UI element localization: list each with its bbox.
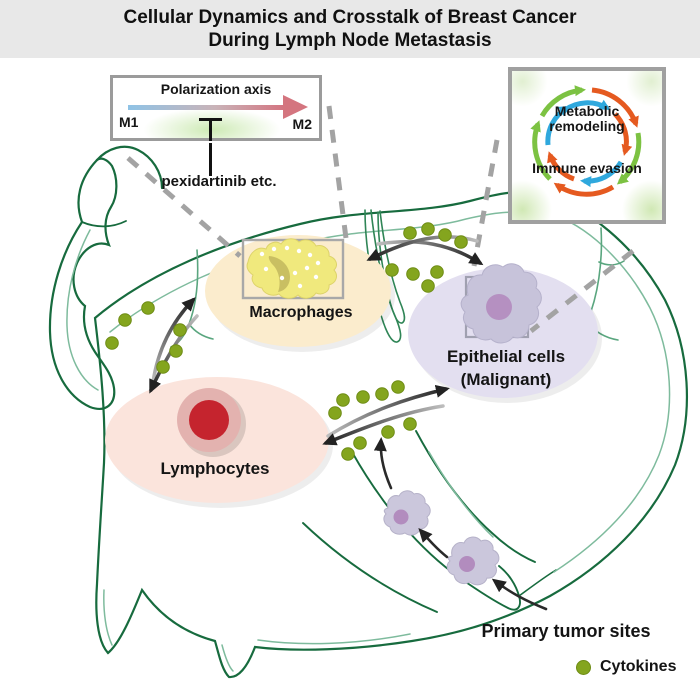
macrophages-label: Macrophages [249, 304, 353, 321]
node-perimeter [93, 190, 689, 679]
title-line-2: During Lymph Node Metastasis [208, 30, 492, 51]
polarization-arrow-head [283, 95, 308, 119]
lymphocytes-label: Lymphocytes [160, 459, 270, 478]
macrophage-body [246, 238, 337, 299]
cytokines-legend: Cytokines [576, 658, 676, 676]
immune-evasion-label: Immune evasion [532, 160, 642, 176]
inner-echo-lobe [66, 229, 99, 391]
inner-echo-leg-2 [221, 644, 234, 672]
lymphocyte-nucleus [189, 400, 229, 440]
afferent-funnel-line-2 [81, 220, 127, 228]
connector-polarization-right [326, 105, 350, 247]
connector-cycle-right [529, 249, 635, 333]
inner-echo-top [109, 211, 533, 333]
tumor-vessel-tip-extension [518, 569, 557, 597]
cytokine-dots [105, 222, 468, 461]
macrophage-nucleus-crescent [268, 256, 290, 292]
cytokines-label: Cytokines [600, 658, 677, 675]
epithelial-label: Epithelial cells (Malignant) [416, 345, 596, 391]
tumor-vessel-inner-line [428, 451, 494, 538]
migrating-tumor-cells [383, 490, 500, 586]
connector-polarization-left [126, 156, 242, 258]
left-lobe-ring [48, 157, 118, 410]
arrow-tumor-cell-migration [418, 528, 449, 559]
arrow-lympho-to-epithelial [326, 384, 450, 438]
migration-arrows [373, 437, 548, 611]
inhibitor-stem-upper [209, 118, 212, 141]
tumor-vessel-wall-outer [351, 451, 521, 611]
afferent-funnel-line-1 [95, 145, 164, 190]
inner-echo-bottom [257, 633, 411, 645]
crosstalk-cycle-inset: Metabolic remodeling Immune evasion [508, 67, 666, 224]
m2-label: M2 [292, 116, 312, 132]
arrow-macro-to-epithelial [376, 240, 484, 266]
cytokine-dot-icon [576, 659, 591, 675]
primary-tumor-label: Primary tumor sites [481, 621, 651, 641]
node-bottom-crossing-line [302, 522, 438, 613]
cycle-arrows-icon [530, 85, 642, 197]
metabolic-remodeling-label: Metabolic remodeling [549, 103, 625, 134]
inner-echo-right [549, 213, 671, 573]
inhibitor-label: pexidartinib etc. [161, 173, 277, 190]
tumor-cell-1-nucleus [393, 509, 409, 525]
inset-connector-dashes [126, 105, 635, 333]
lymphocyte-cell [177, 388, 246, 457]
tumor-vessel-wall-inner [415, 430, 536, 563]
epithelial-nucleus [486, 294, 512, 320]
figure-title-bar: Cellular Dynamics and Crosstalk of Breas… [0, 0, 700, 58]
arrow-lympho-to-macro [151, 297, 196, 384]
arrow-vessel-into-node [373, 437, 393, 490]
epithelial-cell [460, 263, 542, 344]
tumor-cell-2-nucleus [459, 556, 475, 572]
polarization-arrow-shaft [128, 105, 286, 110]
polarization-inset: Polarization axis M1 M2 [110, 75, 322, 141]
epithelial-label-line-2: (Malignant) [460, 370, 552, 389]
connector-cycle-left [471, 139, 500, 267]
title-line-1: Cellular Dynamics and Crosstalk of Breas… [123, 7, 577, 28]
m1-label: M1 [119, 114, 139, 130]
inner-echo-leg-1 [103, 589, 113, 646]
arrow-epithelial-to-lympho [322, 404, 445, 446]
macrophage-granules [259, 245, 321, 289]
polarization-title: Polarization axis [160, 81, 272, 97]
epithelial-label-line-1: Epithelial cells [446, 347, 566, 366]
arrow-from-primary-tumor [491, 578, 548, 611]
macrophage-cell [246, 238, 337, 299]
